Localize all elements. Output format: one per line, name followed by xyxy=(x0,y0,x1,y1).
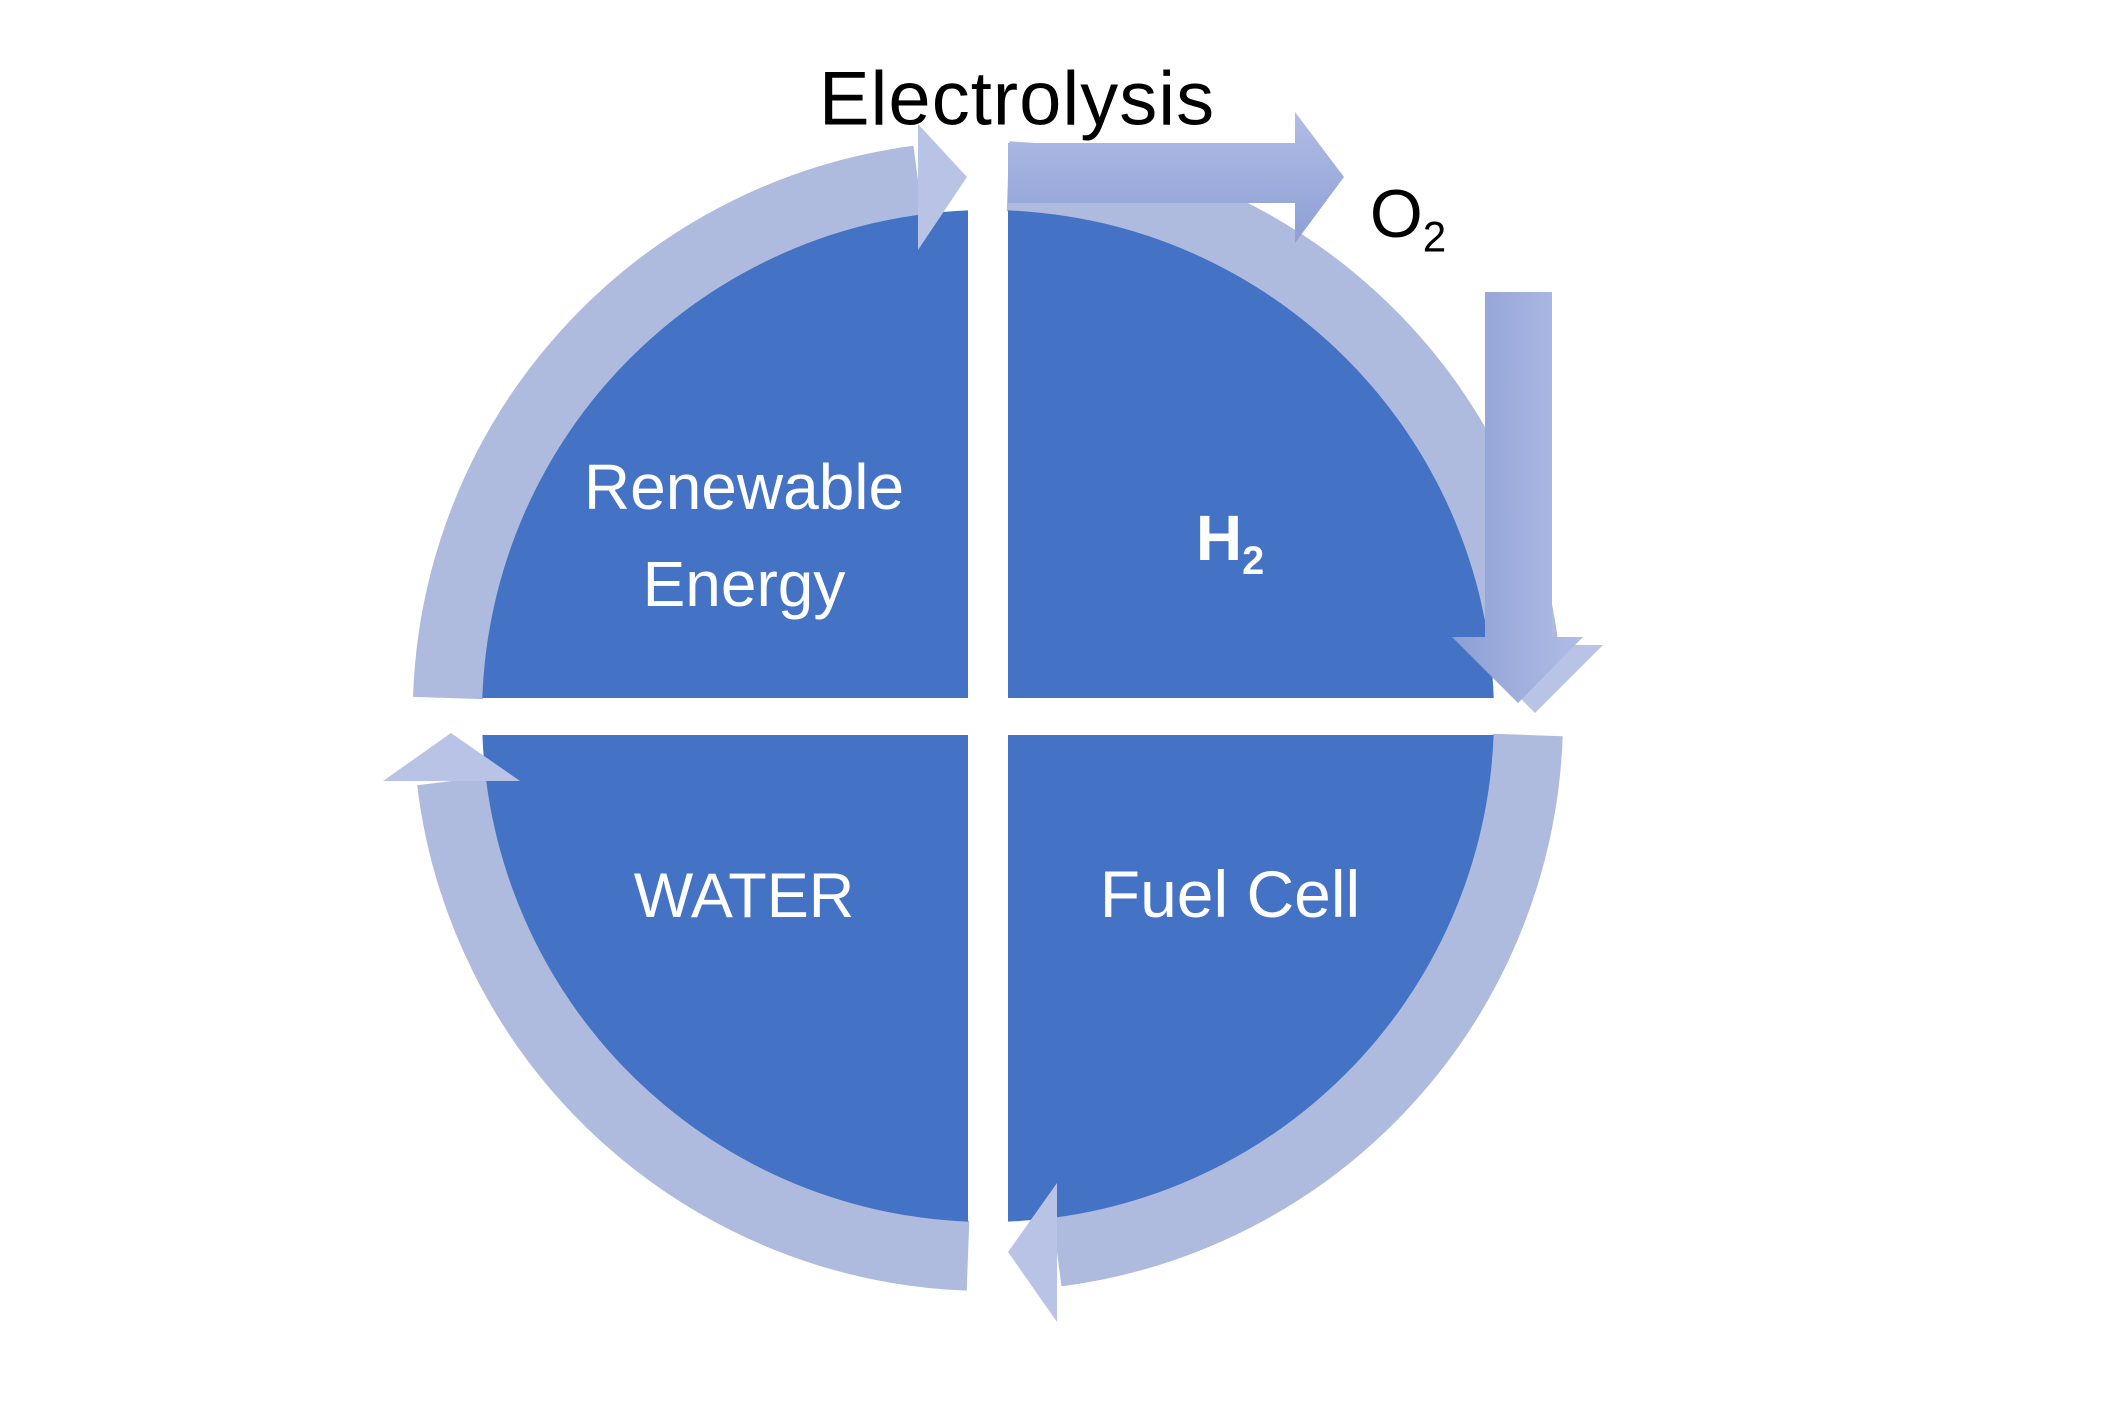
renewable-energy-line2: Energy xyxy=(642,548,846,620)
quadrant-shape-renewable-energy xyxy=(482,210,968,698)
quadrant-shape-water xyxy=(482,735,968,1222)
fuel-cell-label: Fuel Cell xyxy=(1099,857,1361,931)
h2-subscript: 2 xyxy=(1242,538,1265,583)
cycle-arrowhead-bottom-icon xyxy=(1008,1183,1057,1322)
h2-label: H2 xyxy=(1195,501,1264,581)
quadrant-shape-h2 xyxy=(1008,210,1494,698)
cycle-arrowhead-top-icon xyxy=(918,124,967,250)
o2-arrow-down-icon xyxy=(1452,292,1583,703)
electrolysis-label: Electrolysis xyxy=(818,56,1216,142)
water-label: WATER xyxy=(633,861,855,931)
cycle-ring-arc-bottom-left xyxy=(417,776,970,1291)
o2-symbol: O xyxy=(1369,176,1423,252)
cycle-ring-arc-top-left xyxy=(413,145,923,700)
o2-arrow-right-icon xyxy=(1008,112,1344,243)
h2-symbol: H xyxy=(1195,502,1243,574)
o2-subscript: 2 xyxy=(1422,213,1447,261)
cycle-ring-arc-bottom-right xyxy=(1052,733,1563,1287)
cycle-arrowhead-left-icon xyxy=(383,733,520,781)
quadrant-shape-fuel-cell xyxy=(1008,735,1494,1222)
renewable-energy-label: Renewable Energy xyxy=(584,439,904,633)
renewable-energy-line1: Renewable xyxy=(583,451,905,523)
o2-label: O2 xyxy=(1369,175,1446,258)
